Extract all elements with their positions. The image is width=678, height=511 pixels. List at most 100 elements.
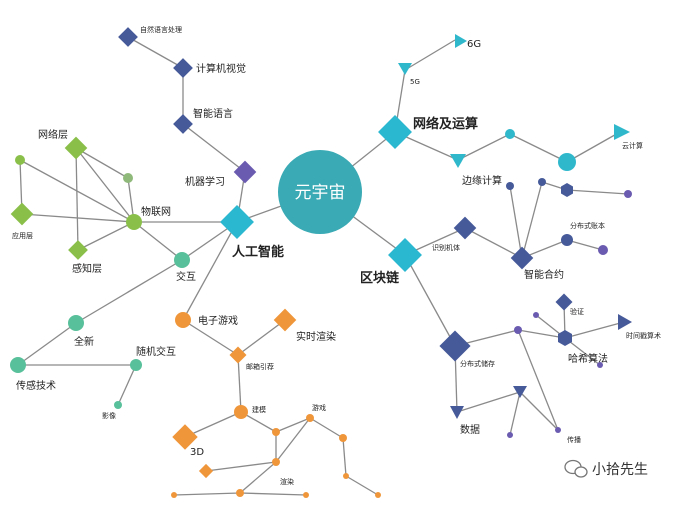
hash-node[interactable] bbox=[558, 330, 572, 346]
small-node[interactable] bbox=[171, 492, 177, 498]
wechat-icon bbox=[564, 459, 588, 478]
app-layer-node[interactable] bbox=[10, 202, 34, 226]
image-node[interactable] bbox=[114, 401, 122, 409]
realtime-render-node[interactable] bbox=[273, 308, 297, 332]
video-game-node[interactable] bbox=[175, 312, 191, 328]
small-node[interactable] bbox=[597, 362, 603, 368]
distributed-storage-node[interactable] bbox=[439, 330, 471, 362]
network-label: 网络及运算 bbox=[413, 116, 478, 132]
small-node[interactable] bbox=[339, 434, 347, 442]
blockchain-cluster: 区块链 识别机体 智能合约 分布式账本 分布式储存 验证 哈希算法 时间戳算术 … bbox=[360, 178, 661, 444]
iot-label: 物联网 bbox=[141, 205, 171, 218]
smart-language-label: 智能语言 bbox=[193, 107, 233, 120]
small-node[interactable] bbox=[198, 463, 214, 479]
ai-hub[interactable]: 人工智能 bbox=[220, 205, 284, 260]
data-node[interactable] bbox=[450, 406, 464, 419]
timestamp-label: 时间戳算术 bbox=[626, 331, 661, 340]
spread-label: 传播 bbox=[567, 435, 581, 444]
sensor-tech-node[interactable] bbox=[10, 357, 26, 373]
cloud-relay-node[interactable] bbox=[558, 153, 576, 171]
small-node[interactable] bbox=[375, 492, 381, 498]
5g-label: 5G bbox=[410, 78, 420, 86]
identify-label: 识别机体 bbox=[432, 243, 460, 252]
smart-contract-node[interactable] bbox=[510, 246, 534, 270]
smart-language-node[interactable] bbox=[173, 114, 193, 134]
distributed-storage-label: 分布式储存 bbox=[460, 359, 495, 368]
cv-label: 计算机视觉 bbox=[196, 62, 246, 75]
6g-label: 6G bbox=[467, 39, 481, 50]
edges bbox=[17, 36, 629, 496]
ml-node[interactable] bbox=[233, 160, 257, 184]
network-hub[interactable] bbox=[378, 115, 412, 149]
iot-cluster: 物联网 网络层 应用层 感知层 bbox=[10, 128, 171, 275]
render-label: 渲染 bbox=[280, 477, 294, 486]
game-cluster: 电子游戏 实时渲染 邮箱引荐 建模 3D 游戏 渲染 bbox=[171, 308, 381, 498]
small-node[interactable] bbox=[505, 129, 515, 139]
random-interaction-node[interactable] bbox=[130, 359, 142, 371]
hex-node[interactable] bbox=[561, 183, 573, 197]
nlp-node[interactable] bbox=[118, 27, 138, 47]
small-node[interactable] bbox=[538, 178, 546, 186]
game-label: 游戏 bbox=[312, 403, 326, 412]
nlp-label: 自然语言处理 bbox=[140, 25, 182, 34]
3d-label: 3D bbox=[190, 447, 204, 458]
sensor-tech-label: 传感技术 bbox=[16, 379, 56, 392]
interaction-node[interactable] bbox=[174, 252, 190, 268]
identify-node[interactable] bbox=[453, 216, 477, 240]
email-referral-label: 邮箱引荐 bbox=[246, 362, 274, 371]
cv-node[interactable] bbox=[173, 58, 193, 78]
ledger-label: 分布式账本 bbox=[570, 221, 605, 230]
6g-node[interactable] bbox=[455, 34, 467, 48]
small-node[interactable] bbox=[272, 458, 280, 466]
edge-computing-node[interactable] bbox=[450, 154, 466, 168]
new-node[interactable] bbox=[68, 315, 84, 331]
small-node[interactable] bbox=[123, 173, 133, 183]
center-label: 元宇宙 bbox=[295, 183, 346, 203]
game-node[interactable] bbox=[306, 414, 314, 422]
interaction-label: 交互 bbox=[176, 270, 196, 283]
app-layer-label: 应用层 bbox=[12, 231, 33, 240]
interaction-cluster: 交互 全新 传感技术 随机交互 影像 bbox=[10, 252, 196, 420]
modeling-node[interactable] bbox=[234, 405, 248, 419]
verify-node[interactable] bbox=[555, 293, 573, 311]
video-game-label: 电子游戏 bbox=[198, 314, 238, 327]
small-node[interactable] bbox=[15, 155, 25, 165]
small-node[interactable] bbox=[236, 489, 244, 497]
small-node[interactable] bbox=[272, 428, 280, 436]
small-node[interactable] bbox=[507, 432, 513, 438]
spread-node[interactable] bbox=[555, 427, 561, 433]
small-node[interactable] bbox=[514, 326, 522, 334]
email-referral-node[interactable] bbox=[229, 346, 247, 364]
cloud-label: 云计算 bbox=[622, 141, 643, 150]
ml-chain: 自然语言处理 计算机视觉 智能语言 机器学习 bbox=[118, 25, 257, 188]
small-node[interactable] bbox=[506, 182, 514, 190]
modeling-label: 建模 bbox=[252, 405, 266, 414]
ledger-node[interactable] bbox=[561, 234, 573, 246]
random-interaction-label: 随机交互 bbox=[136, 345, 176, 358]
cloud-node[interactable] bbox=[614, 124, 630, 140]
timestamp-node[interactable] bbox=[618, 314, 632, 330]
3d-node[interactable] bbox=[172, 424, 198, 450]
sensing-layer-label: 感知层 bbox=[72, 262, 102, 275]
center-node[interactable]: 元宇宙 bbox=[278, 150, 362, 234]
ai-label: 人工智能 bbox=[232, 244, 284, 260]
small-node[interactable] bbox=[624, 190, 632, 198]
small-node[interactable] bbox=[513, 386, 527, 398]
5g-node[interactable] bbox=[398, 63, 412, 75]
realtime-render-label: 实时渲染 bbox=[296, 330, 336, 343]
hash-label: 哈希算法 bbox=[568, 352, 608, 365]
network-layer-label: 网络层 bbox=[38, 128, 68, 141]
ml-label: 机器学习 bbox=[185, 175, 225, 188]
small-node[interactable] bbox=[598, 245, 608, 255]
blockchain-hub[interactable] bbox=[388, 238, 422, 272]
sensing-layer-node[interactable] bbox=[68, 240, 88, 260]
smart-contract-label: 智能合约 bbox=[524, 268, 564, 281]
blockchain-label: 区块链 bbox=[360, 270, 400, 286]
verify-label: 验证 bbox=[570, 307, 584, 316]
iot-node[interactable] bbox=[126, 214, 142, 230]
network-layer-node[interactable] bbox=[64, 136, 88, 160]
small-node[interactable] bbox=[533, 312, 539, 318]
small-node[interactable] bbox=[303, 492, 309, 498]
small-node[interactable] bbox=[343, 473, 349, 479]
